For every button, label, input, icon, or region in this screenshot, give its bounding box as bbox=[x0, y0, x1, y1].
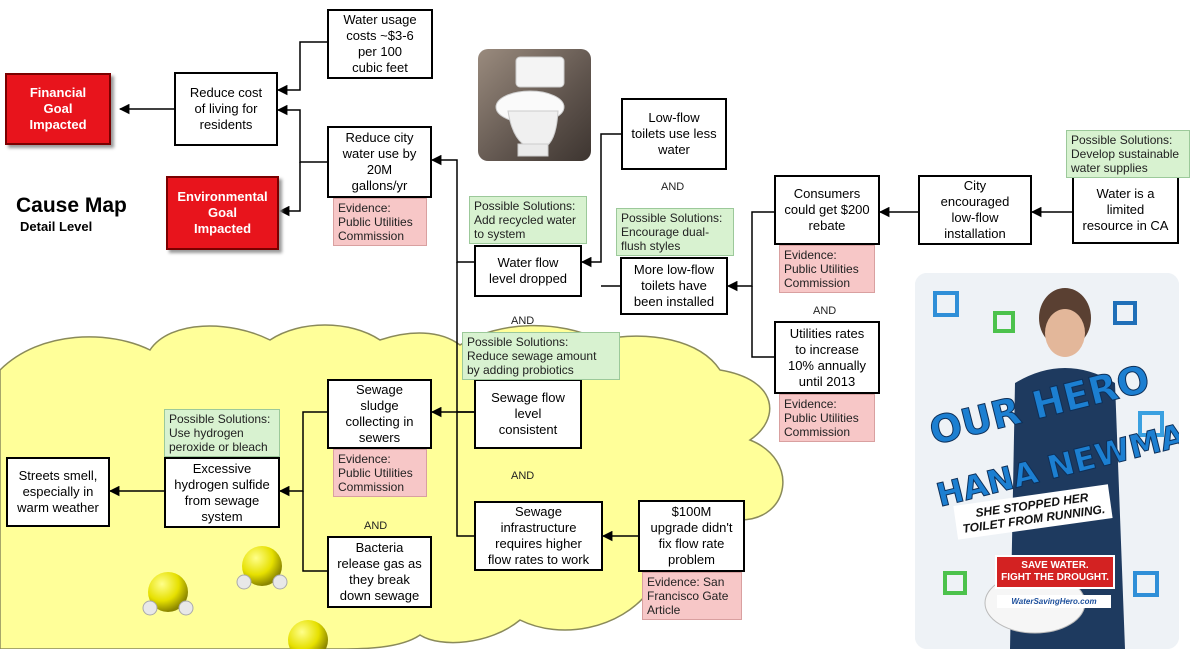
sewage-sludge-box: Sewage sludge collecting in sewers bbox=[327, 379, 432, 449]
toilet-photo bbox=[478, 49, 591, 161]
evidence-puc-rebate: Evidence: Public Utilities Commission bbox=[779, 245, 875, 293]
and-label: AND bbox=[364, 520, 388, 532]
sewage-flow-consistent-box: Sewage flow level consistent bbox=[474, 379, 582, 449]
water-limited-box: Water is a limited resource in CA bbox=[1072, 176, 1179, 244]
evidence-puc-sludge: Evidence: Public Utilities Commission bbox=[333, 449, 427, 497]
streets-smell-box: Streets smell, especially in warm weathe… bbox=[6, 457, 110, 527]
and-label: AND bbox=[661, 181, 685, 193]
and-label: AND bbox=[813, 305, 837, 317]
reduce-city-water-box: Reduce city water use by 20M gallons/yr bbox=[327, 126, 432, 198]
solution-recycled: Possible Solutions: Add recycled water t… bbox=[469, 196, 587, 244]
solution-dual-flush: Possible Solutions: Encourage dual- flus… bbox=[616, 208, 734, 256]
water-usage-costs-box: Water usage costs ~$3-6 per 100 cubic fe… bbox=[327, 9, 433, 79]
page-title: Cause Map bbox=[16, 194, 127, 217]
reduce-cost-box: Reduce cost of living for residents bbox=[174, 72, 278, 146]
more-low-flow-box: More low-flow toilets have been installe… bbox=[620, 257, 728, 315]
poster-badge: SAVE WATER. FIGHT THE DROUGHT. bbox=[995, 555, 1115, 589]
molecule-icon bbox=[142, 572, 194, 616]
bacteria-release-box: Bacteria release gas as they break down … bbox=[327, 536, 432, 608]
molecule-icon bbox=[288, 620, 328, 649]
toilet-icon bbox=[495, 56, 565, 157]
evidence-sf-gate: Evidence: San Francisco Gate Article bbox=[642, 572, 742, 620]
upgrade-100m-box: $100M upgrade didn't fix flow rate probl… bbox=[638, 500, 745, 572]
water-flow-dropped-box: Water flow level dropped bbox=[474, 245, 582, 297]
excessive-h2s-box: Excessive hydrogen sulfide from sewage s… bbox=[164, 457, 280, 528]
poster-site: WaterSavingHero.com bbox=[997, 595, 1111, 608]
environmental-goal-box: Environmental Goal Impacted bbox=[166, 176, 279, 250]
consumers-rebate-box: Consumers could get $200 rebate bbox=[774, 175, 880, 245]
and-label: AND bbox=[511, 470, 535, 482]
page-subtitle: Detail Level bbox=[20, 219, 93, 234]
solution-probiotics: Possible Solutions: Reduce sewage amount… bbox=[462, 332, 620, 380]
evidence-puc-rates: Evidence: Public Utilities Commission bbox=[779, 394, 875, 442]
water-saving-hero-poster: OUR HERO HANA NEWMAN SHE STOPPED HER TOI… bbox=[915, 273, 1179, 649]
sewage-infrastructure-box: Sewage infrastructure requires higher fl… bbox=[474, 501, 603, 571]
solution-sustainable: Possible Solutions: Develop sustainable … bbox=[1066, 130, 1190, 178]
solution-hydrogen-peroxide: Possible Solutions: Use hydrogen peroxid… bbox=[164, 409, 280, 457]
low-flow-use-less-box: Low-flow toilets use less water bbox=[621, 98, 727, 170]
financial-goal-box: Financial Goal Impacted bbox=[5, 73, 111, 145]
utilities-rates-box: Utilities rates to increase 10% annually… bbox=[774, 321, 880, 394]
city-encouraged-box: City encouraged low-flow installation bbox=[918, 175, 1032, 245]
evidence-puc-city: Evidence: Public Utilities Commission bbox=[333, 198, 427, 246]
and-label: AND bbox=[511, 315, 535, 327]
molecule-icon bbox=[236, 546, 288, 590]
